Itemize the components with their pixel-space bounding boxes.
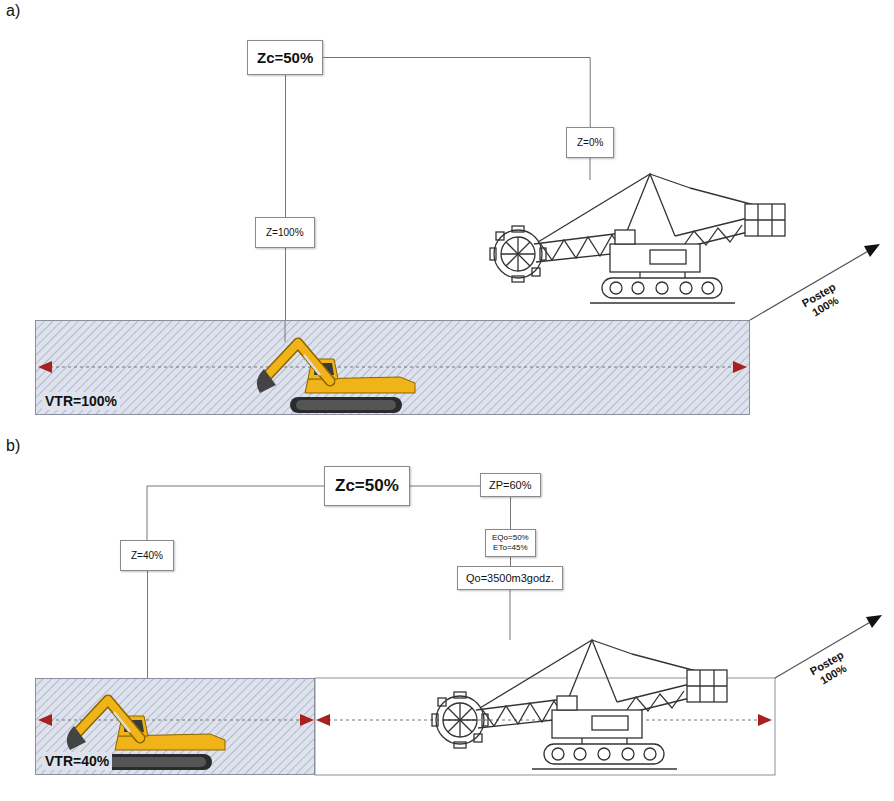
efficiency-box: EQo=50%ETo=45% xyxy=(485,529,536,557)
advance-label: Postep 100% xyxy=(803,646,857,692)
connector xyxy=(510,497,511,529)
connector xyxy=(510,557,511,566)
node-text: EQo=50% xyxy=(492,533,529,543)
connector xyxy=(285,248,286,320)
output-box: Qo=3500m3godz. xyxy=(457,566,563,590)
node-text: VTR=40% xyxy=(42,752,112,770)
connector xyxy=(285,75,286,217)
panel-label: a) xyxy=(6,2,20,20)
share-box: ZP=60% xyxy=(480,473,541,497)
share-box: Zc=50% xyxy=(247,40,323,75)
connector xyxy=(323,58,590,128)
node-text: Z=100% xyxy=(266,227,304,238)
panel-label: b) xyxy=(6,437,20,455)
share-box: Zc=50% xyxy=(324,466,410,506)
connector xyxy=(147,571,148,678)
working-area-band: VTR=100% xyxy=(35,320,750,415)
node-text: Qo=3500m3godz. xyxy=(466,572,554,584)
share-box: Z=0% xyxy=(566,127,614,158)
node-text: VTR=100% xyxy=(42,392,120,410)
advance-label: Postep 100% xyxy=(795,278,849,324)
working-area-band: VTR=40% xyxy=(35,678,315,775)
node-text: Z=0% xyxy=(577,137,603,148)
node-text: Zc=50% xyxy=(335,476,399,496)
share-box: Z=40% xyxy=(120,540,174,571)
share-box: Z=100% xyxy=(255,217,315,248)
connector xyxy=(410,486,480,487)
connector xyxy=(147,486,324,540)
node-text: Z=40% xyxy=(131,550,163,561)
node-text: ETo=45% xyxy=(492,543,529,553)
node-text: Zc=50% xyxy=(257,49,313,66)
node-text: ZP=60% xyxy=(489,479,532,491)
